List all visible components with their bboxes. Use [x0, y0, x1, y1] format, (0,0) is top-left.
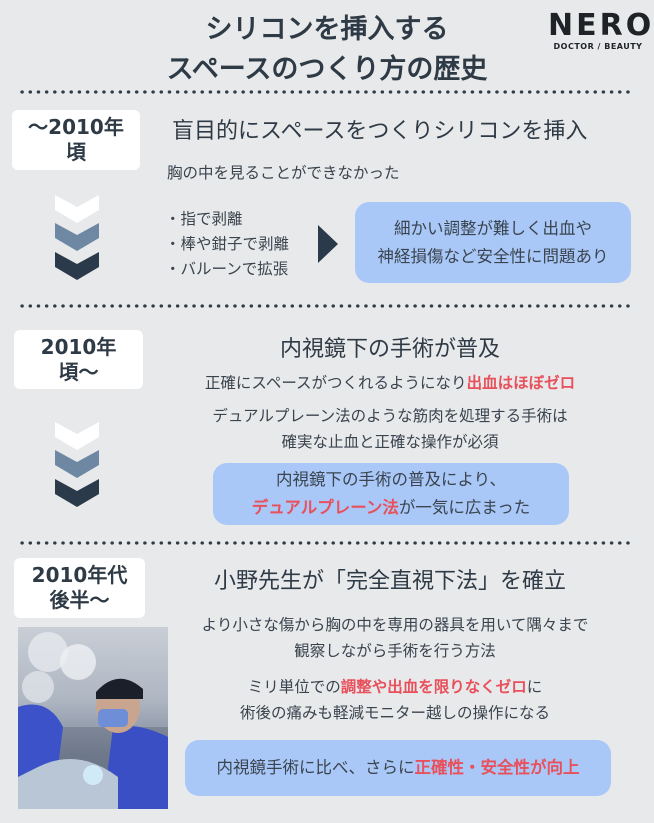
box-line: 内視鏡下の手術の普及により、	[275, 470, 506, 489]
text-line: ミリ単位での調整や出血を限りなくゼロに	[175, 674, 615, 700]
box-line: デュアルプレーン法が一気に広まった	[252, 494, 531, 522]
nero-logo: NERO DOCTOR / BEAUTY	[548, 8, 654, 52]
dotted-divider	[18, 304, 634, 308]
text-highlight: デュアルプレーン法	[251, 498, 399, 517]
text-plain: に	[526, 678, 543, 696]
text-line: デュアルプレーン法のような筋肉を処理する手術は	[212, 407, 568, 425]
section-heading: 盲目的にスペースをつくりシリコンを挿入	[172, 119, 588, 144]
date-line-2: 頃	[66, 140, 86, 164]
box-line: 神経損傷など安全性に問題あり	[377, 246, 609, 266]
dotted-divider	[18, 90, 634, 94]
section-subtext: 胸の中を見ることができなかった	[167, 164, 400, 182]
list-item: ・バルーンで拡張	[165, 260, 289, 278]
list-item: ・棒や鉗子で剥離	[165, 235, 290, 253]
date-line-1: 〜2010年	[28, 115, 124, 139]
logo-tagline: DOCTOR / BEAUTY	[553, 42, 643, 51]
section-text: より小さな傷から胸の中を専用の器具を用いて隅々まで 観察しながら手術を行う方法	[175, 612, 615, 664]
date-badge: 2010年 頃〜	[14, 330, 143, 389]
section-text: ミリ単位での調整や出血を限りなくゼロに 術後の痛みも軽減モニター越しの操作になる	[175, 674, 615, 726]
date-badge: 2010年代 後半〜	[14, 558, 145, 618]
title-line-1: シリコンを挿入する	[205, 14, 449, 45]
box-line: 細かい調整が難しく出血や	[394, 218, 592, 238]
chevron-down-icon	[55, 195, 99, 280]
text-line: 術後の痛みも軽減モニター越しの操作になる	[239, 704, 550, 722]
text-plain: 内視鏡手術に比べ、さらに	[216, 758, 415, 777]
date-line-2: 頃〜	[58, 360, 99, 384]
result-box: 細かい調整が難しく出血や神経損傷など安全性に問題あり	[355, 202, 631, 283]
text-plain: 正確にスペースがつくれるようになり	[204, 374, 467, 392]
list-item: ・指で剥離	[165, 210, 243, 228]
section-text: 正確にスペースがつくれるようになり出血はほぼゼロ	[170, 370, 610, 396]
chevron-down-icon	[55, 422, 99, 507]
text-line: 確実な止血と正確な操作が必須	[281, 433, 499, 451]
date-line-1: 2010年代	[31, 563, 128, 587]
section-heading: 小野先生が「完全直視下法」を確立	[213, 569, 566, 594]
text-line: 観察しながら手術を行う方法	[294, 642, 496, 660]
dotted-divider	[18, 541, 634, 545]
section-text: デュアルプレーン法のような筋肉を処理する手術は 確実な止血と正確な操作が必須	[170, 403, 610, 455]
surgeon-photo	[18, 627, 168, 809]
date-line-2: 後半〜	[49, 588, 110, 612]
date-badge: 〜2010年 頃	[12, 110, 140, 170]
result-box: 内視鏡下の手術の普及により、デュアルプレーン法が一気に広まった	[213, 463, 569, 525]
page-title: シリコンを挿入する スペースのつくり方の歴史	[0, 10, 654, 90]
result-box: 内視鏡手術に比べ、さらに正確性・安全性が向上	[185, 740, 611, 796]
text-plain: が一気に広まった	[398, 498, 531, 517]
text-highlight: 正確性・安全性が向上	[414, 758, 580, 777]
title-line-2: スペースのつくり方の歴史	[166, 54, 488, 85]
text-highlight: 調整や出血を限りなくゼロ	[340, 678, 527, 696]
text-highlight: 出血はほぼゼロ	[466, 374, 576, 392]
section-heading: 内視鏡下の手術が普及	[279, 337, 500, 362]
date-line-1: 2010年	[40, 335, 117, 359]
text-plain: ミリ単位での	[247, 678, 341, 696]
logo-name: NERO	[548, 8, 654, 43]
bullet-list: ・指で剥離 ・棒や鉗子で剥離 ・バルーンで拡張	[165, 207, 289, 282]
arrow-right-icon	[318, 225, 338, 267]
text-line: より小さな傷から胸の中を専用の器具を用いて隅々まで	[201, 616, 589, 634]
